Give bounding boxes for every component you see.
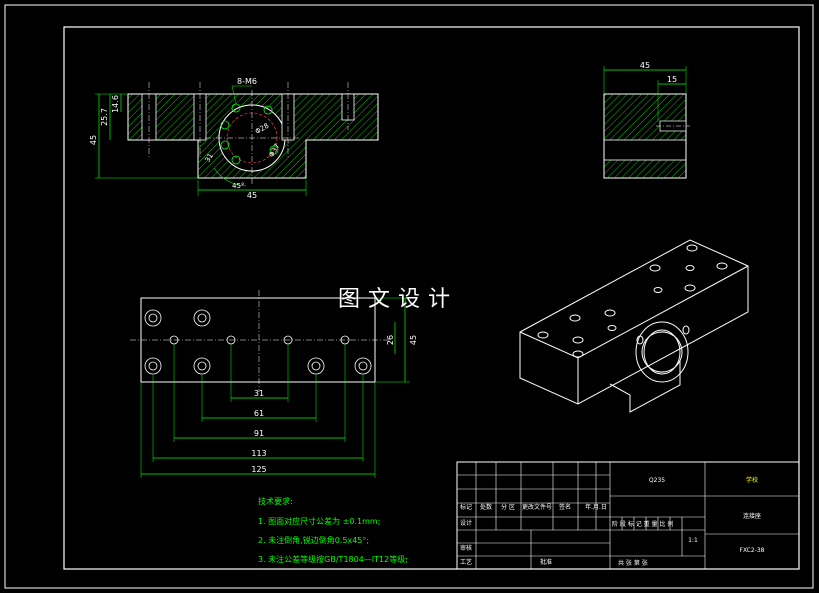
dim-top-45: 45 xyxy=(409,335,418,345)
dim-front-angle: 45° xyxy=(232,182,244,190)
dim-front-14-6: 14.6 xyxy=(111,95,120,113)
dim-front-45-horizontal: 45 xyxy=(247,191,257,200)
counterbore-hole-top xyxy=(148,313,158,323)
tb-design: 设计 xyxy=(460,519,472,527)
dim-top-31: 31 xyxy=(254,389,264,398)
tb-col-sign: 签名 xyxy=(559,503,571,511)
tb-col-zone: 分 区 xyxy=(501,503,515,511)
title-block xyxy=(456,461,800,570)
tb-stage-row: 阶 段 标 记 重 量 比 例 xyxy=(612,520,673,528)
dim-front-45-vertical: 45 xyxy=(89,135,98,145)
notes-title: 技术要求: xyxy=(258,496,293,506)
title-block-text: Q235 学校 连接座 FXC2-38 1:1 标记 处数 分 区 更改文件号 … xyxy=(460,476,765,567)
counterbore-hole-top xyxy=(148,361,158,371)
dim-top-125: 125 xyxy=(251,465,266,474)
iso-bore xyxy=(641,331,683,373)
note-1: 1. 图面对应尺寸公差为 ±0.1mm; xyxy=(258,516,380,526)
dim-top-26: 26 xyxy=(386,335,395,345)
top-view: 31 61 91 113 125 26 45 xyxy=(130,290,418,478)
counterbore-hole-top xyxy=(197,313,207,323)
front-view: 45 25.7 14.6 8-M6 Φ28 Φ37 31 45° 45 xyxy=(89,77,379,200)
dim-front-25-7: 25.7 xyxy=(100,108,109,126)
dim-side-45: 45 xyxy=(640,61,650,70)
dim-front-31: 31 xyxy=(204,152,215,164)
tb-col-date: 年.月.日 xyxy=(585,503,607,511)
dim-top-91: 91 xyxy=(254,429,264,438)
note-2: 2. 未注倒角,锐边倒角0.5x45°; xyxy=(258,535,369,545)
technical-notes: 技术要求: 1. 图面对应尺寸公差为 ±0.1mm; 2. 未注倒角,锐边倒角0… xyxy=(258,496,408,564)
tb-approve: 批准 xyxy=(540,558,552,566)
tb-material: Q235 xyxy=(649,477,665,484)
dim-front-hole-callout: 8-M6 xyxy=(237,77,257,86)
dim-top-61: 61 xyxy=(254,409,264,418)
tb-review: 审核 xyxy=(460,544,472,552)
tb-col-doc: 更改文件号 xyxy=(522,503,552,511)
tb-part-name: 连接座 xyxy=(743,512,761,520)
tapped-hole xyxy=(269,145,279,155)
tb-sheets-row: 共 张 第 张 xyxy=(618,559,648,567)
counterbore-hole-top xyxy=(358,361,368,371)
side-view: 45 15 xyxy=(603,61,690,179)
outer-border xyxy=(4,4,814,589)
dim-side-15: 15 xyxy=(667,75,677,84)
tb-col-mark: 标记 xyxy=(460,503,472,511)
tapped-hole xyxy=(263,105,273,115)
counterbore-hole-top xyxy=(311,361,321,371)
tb-col-count: 处数 xyxy=(480,503,492,511)
dim-top-113: 113 xyxy=(251,449,266,458)
drawing-frame xyxy=(63,26,800,570)
tapped-hole xyxy=(220,120,230,130)
isometric-view xyxy=(519,239,749,413)
counterbore-hole-top xyxy=(197,361,207,371)
tb-school: 学校 xyxy=(746,476,758,484)
tb-drawing-number: FXC2-38 xyxy=(740,547,765,554)
watermark: 图文设计 xyxy=(338,287,458,312)
tapped-hole xyxy=(231,155,241,165)
tapped-hole xyxy=(220,140,230,150)
note-3: 3. 未注公差等级按GB/T1804—IT12等级; xyxy=(258,554,408,564)
tb-scale: 1:1 xyxy=(688,537,698,544)
tb-process: 工艺 xyxy=(460,558,472,566)
